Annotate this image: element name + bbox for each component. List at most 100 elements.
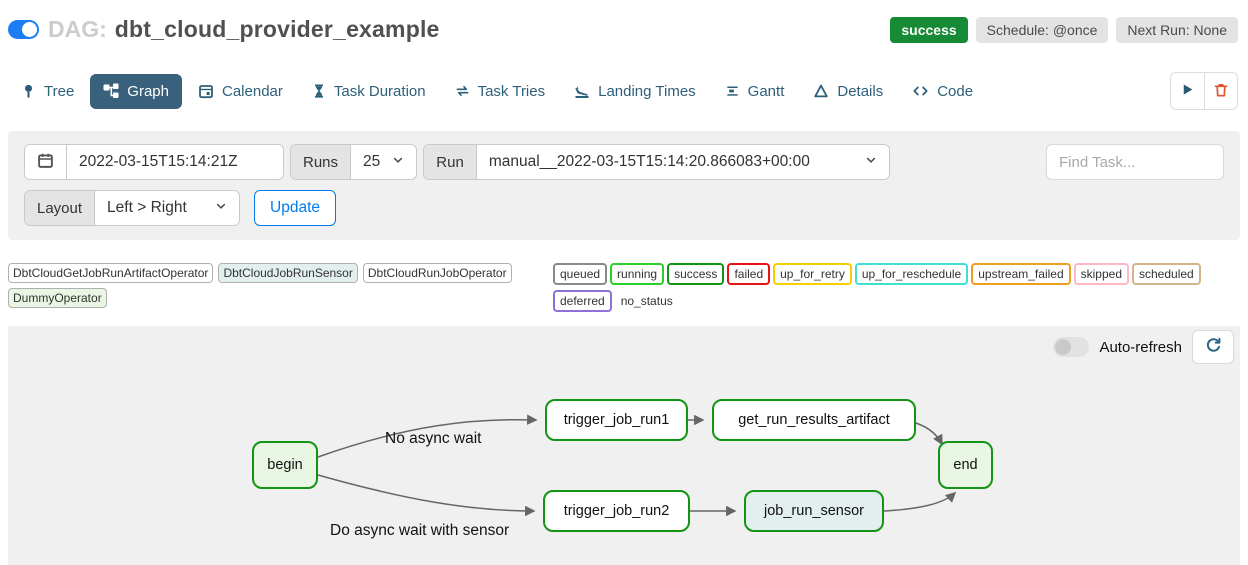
trigger-dag-button[interactable] xyxy=(1171,73,1204,109)
runs-group: Runs 25 xyxy=(290,144,418,180)
calendar-icon xyxy=(37,152,54,173)
task-node-begin[interactable]: begin xyxy=(252,441,318,489)
dag-header: DAG: dbt_cloud_provider_example success … xyxy=(0,0,1248,43)
status-filter-deferred[interactable]: deferred xyxy=(553,290,612,312)
no-status-label: no_status xyxy=(620,294,673,308)
layout-select-value: Left > Right xyxy=(107,199,187,216)
toggle-knob xyxy=(1055,339,1072,355)
operator-badge: DbtCloudGetJobRunArtifactOperator xyxy=(8,263,214,283)
layout-label: Layout xyxy=(25,191,96,225)
refresh-icon xyxy=(1205,337,1222,357)
runs-label: Runs xyxy=(291,145,352,179)
schedule-badge: Schedule: @once xyxy=(975,16,1109,43)
status-badge: success xyxy=(890,16,968,43)
chevron-down-icon xyxy=(865,153,877,171)
status-filter-scheduled[interactable]: scheduled xyxy=(1132,263,1201,285)
graph-controls: Auto-refresh xyxy=(1053,330,1234,364)
edge-sensor-to-end xyxy=(883,491,957,512)
tab-label: Landing Times xyxy=(598,82,696,100)
tab-details[interactable]: Details xyxy=(800,74,896,109)
operator-badge: DbtCloudRunJobOperator xyxy=(362,263,512,283)
code-icon xyxy=(912,83,929,99)
dag-title: dbt_cloud_provider_example xyxy=(114,16,440,42)
status-filter-skipped[interactable]: skipped xyxy=(1073,263,1129,285)
execution-date-group xyxy=(24,144,284,180)
status-filter-queued[interactable]: queued xyxy=(553,263,608,285)
status-legend: queued running success failed up_for_ret… xyxy=(553,263,1240,312)
play-icon xyxy=(1180,82,1195,100)
run-select-value: manual__2022-03-15T15:14:20.866083+00:00 xyxy=(488,153,810,170)
gantt-icon xyxy=(725,83,740,99)
run-group: Run manual__2022-03-15T15:14:20.866083+0… xyxy=(423,144,890,180)
runs-select[interactable]: 25 xyxy=(351,145,417,179)
edge-label-do-async-wait: Do async wait with sensor xyxy=(330,522,510,539)
task-node-trigger-job-run1[interactable]: trigger_job_run1 xyxy=(545,399,688,441)
tab-label: Tree xyxy=(44,82,75,100)
tab-label: Details xyxy=(837,82,884,100)
legend: DbtCloudGetJobRunArtifactOperator DbtClo… xyxy=(8,263,1240,312)
status-filter-failed[interactable]: failed xyxy=(727,263,771,285)
repeat-icon xyxy=(455,83,470,99)
delete-dag-button[interactable] xyxy=(1204,73,1237,109)
task-node-job-run-sensor[interactable]: job_run_sensor xyxy=(744,490,884,532)
triangle-icon xyxy=(813,83,829,99)
view-tabs: Tree Graph Calendar Task Duration Task T… xyxy=(8,73,986,109)
edge-label-no-async-wait: No async wait xyxy=(385,430,482,447)
dag-edges xyxy=(317,414,957,517)
status-filter-upstream-failed[interactable]: upstream_failed xyxy=(971,263,1071,285)
edge-begin-to-run1 xyxy=(317,414,538,458)
operator-badge: DbtCloudJobRunSensor xyxy=(218,263,358,283)
tab-code[interactable]: Code xyxy=(899,74,986,109)
edge-begin-to-run2 xyxy=(317,474,536,517)
header-badges: success Schedule: @once Next Run: None xyxy=(890,16,1238,43)
execution-date-input[interactable] xyxy=(67,145,283,179)
run-select[interactable]: manual__2022-03-15T15:14:20.866083+00:00 xyxy=(476,145,889,179)
edge-artifact-to-end xyxy=(915,422,943,446)
dag-label: DAG: xyxy=(48,16,107,42)
status-filter-running[interactable]: running xyxy=(610,263,665,285)
tab-task-tries[interactable]: Task Tries xyxy=(442,74,559,109)
tab-calendar[interactable]: Calendar xyxy=(185,74,296,109)
dag-actions xyxy=(1170,72,1238,110)
layout-select[interactable]: Left > Right xyxy=(95,191,240,225)
tab-label: Code xyxy=(937,82,974,100)
graph-icon xyxy=(103,83,119,99)
auto-refresh-toggle[interactable] xyxy=(1053,337,1090,357)
tab-task-duration[interactable]: Task Duration xyxy=(299,74,439,109)
tab-label: Graph xyxy=(127,82,169,100)
run-label: Run xyxy=(424,145,477,179)
refresh-button[interactable] xyxy=(1192,330,1234,364)
task-node-end[interactable]: end xyxy=(938,441,993,489)
tab-graph[interactable]: Graph xyxy=(90,73,182,109)
chevron-down-icon xyxy=(215,199,227,217)
tab-gantt[interactable]: Gantt xyxy=(712,74,798,109)
status-filter-success[interactable]: success xyxy=(667,263,725,285)
tab-tree[interactable]: Tree xyxy=(8,74,87,109)
next-run-badge: Next Run: None xyxy=(1116,16,1238,43)
tab-label: Calendar xyxy=(222,82,283,100)
calendar-icon xyxy=(198,83,214,99)
view-tabs-row: Tree Graph Calendar Task Duration Task T… xyxy=(0,72,1248,110)
tab-label: Task Tries xyxy=(477,82,546,100)
status-filter-up-for-retry[interactable]: up_for_retry xyxy=(773,263,852,285)
filter-panel: Runs 25 Run manual__2022-03-15T15:14:20.… xyxy=(8,131,1240,240)
toggle-knob xyxy=(22,22,37,37)
plane-landing-icon xyxy=(574,83,590,99)
filter-row-2: Layout Left > Right Update xyxy=(24,190,1224,226)
tab-label: Task Duration xyxy=(333,82,426,100)
find-task-input[interactable] xyxy=(1046,144,1224,180)
update-button[interactable]: Update xyxy=(254,190,337,226)
filter-row-1: Runs 25 Run manual__2022-03-15T15:14:20.… xyxy=(24,144,1224,180)
layout-group: Layout Left > Right xyxy=(24,190,241,226)
calendar-addon[interactable] xyxy=(25,145,67,179)
hourglass-icon xyxy=(312,83,326,99)
task-node-trigger-job-run2[interactable]: trigger_job_run2 xyxy=(543,490,690,532)
dag-pause-toggle[interactable] xyxy=(8,20,39,39)
runs-select-value: 25 xyxy=(363,153,381,170)
chevron-down-icon xyxy=(392,153,404,171)
tab-landing-times[interactable]: Landing Times xyxy=(561,74,709,109)
operator-badge: DummyOperator xyxy=(8,288,107,308)
status-filter-up-for-reschedule[interactable]: up_for_reschedule xyxy=(854,263,969,285)
trash-icon xyxy=(1213,82,1229,101)
task-node-get-run-results-artifact[interactable]: get_run_results_artifact xyxy=(712,399,916,441)
